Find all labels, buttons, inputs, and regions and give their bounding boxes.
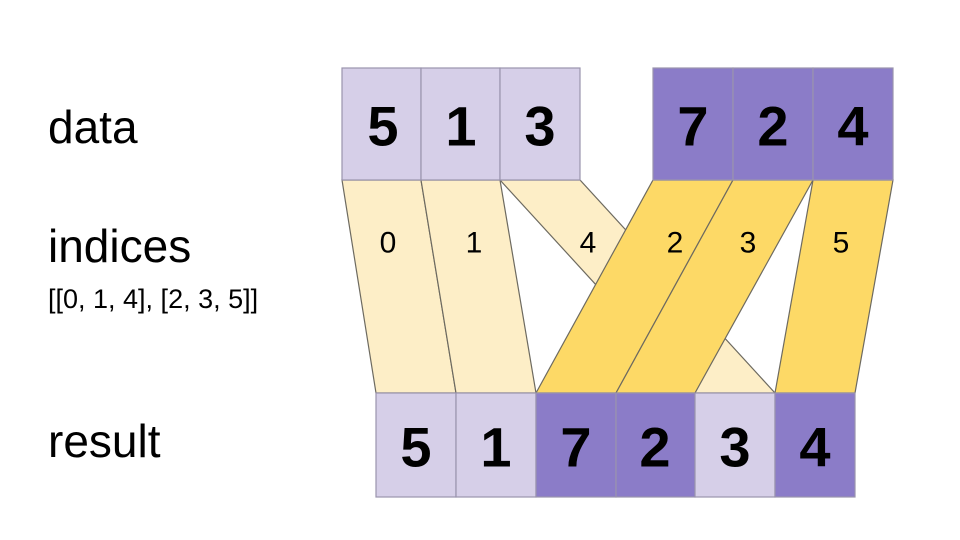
index-label-4: 4 [580, 227, 597, 260]
label-result: result [48, 415, 161, 467]
data-cell-value-5: 4 [837, 95, 868, 158]
index-label-5: 5 [833, 227, 850, 260]
result-cell-value-0: 5 [400, 416, 431, 479]
result-cell-4 [694, 392, 776, 498]
index-label-layer: 0 1 4 2 3 5 [380, 227, 850, 260]
data-cell-5 [812, 67, 894, 181]
data-cell-value-1: 1 [445, 95, 476, 158]
data-cell-0 [341, 67, 422, 181]
result-row: 5 1 7 2 3 4 [375, 392, 856, 498]
data-row-group-1: 7 2 4 [652, 67, 894, 181]
index-label-0: 0 [380, 227, 397, 260]
data-cell-3 [652, 67, 734, 181]
result-cell-value-2: 7 [560, 416, 591, 479]
result-cell-value-3: 2 [639, 416, 670, 479]
data-cell-value-0: 5 [367, 95, 398, 158]
index-label-2: 2 [667, 227, 684, 260]
result-cell-value-4: 3 [719, 416, 750, 479]
result-cell-value-5: 4 [799, 416, 830, 479]
data-cell-1 [420, 67, 501, 181]
data-cell-value-2: 3 [524, 95, 555, 158]
result-cell-1 [455, 392, 537, 498]
data-cell-value-3: 7 [677, 95, 708, 158]
data-row-group-0: 5 1 3 [341, 67, 581, 181]
result-cell-5 [774, 392, 856, 498]
label-data: data [48, 101, 138, 153]
result-cell-value-1: 1 [480, 416, 511, 479]
index-label-1: 1 [466, 227, 483, 260]
label-indices-value: [[0, 1, 4], [2, 3, 5]] [48, 284, 258, 314]
ribbon-layer [341, 179, 894, 394]
data-cell-2 [499, 67, 581, 181]
row-label-layer: data indices [[0, 1, 4], [2, 3, 5]] resu… [48, 101, 258, 467]
index-label-3: 3 [740, 227, 757, 260]
result-cell-0 [375, 392, 457, 498]
result-cell-3 [615, 392, 696, 498]
result-cell-2 [535, 392, 617, 498]
data-cell-value-4: 2 [757, 95, 788, 158]
label-indices: indices [48, 220, 191, 272]
